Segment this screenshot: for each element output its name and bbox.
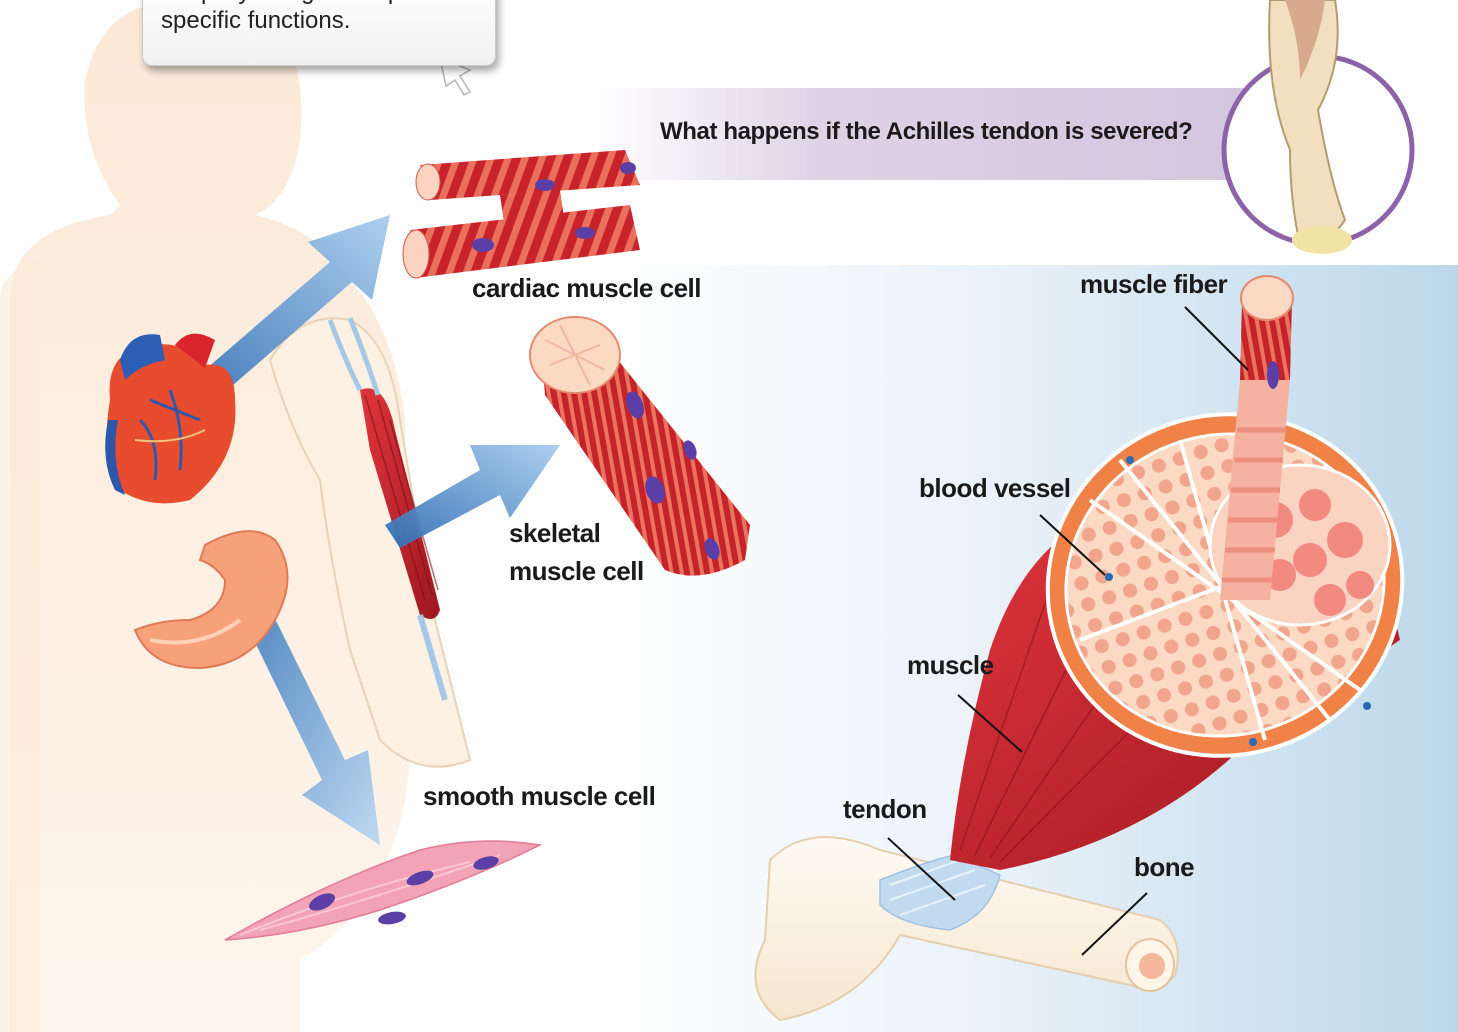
info-callout: uniquely designed to perform specific fu… [142, 0, 496, 66]
achilles-heel-icon [1224, 0, 1412, 254]
cardiac-muscle-cell-illustration [403, 150, 640, 278]
label-blood-vessel: blood vessel [919, 474, 1071, 504]
label-skeletal-line2: muscle cell [509, 557, 644, 587]
label-bone: bone [1134, 853, 1194, 883]
achilles-question: What happens if the Achilles tendon is s… [660, 118, 1192, 146]
label-tendon: tendon [843, 795, 927, 825]
label-muscle: muscle [907, 651, 994, 681]
label-smooth-muscle-cell: smooth muscle cell [423, 782, 655, 812]
callout-text: uniquely designed to perform specific fu… [161, 0, 481, 36]
label-muscle-fiber: muscle fiber [1080, 270, 1227, 300]
leader-muscle-fiber [1185, 307, 1248, 370]
label-cardiac-muscle-cell: cardiac muscle cell [472, 274, 701, 304]
label-skeletal-line1: skeletal [509, 519, 600, 549]
muscle-bundle-illustration [755, 276, 1446, 1020]
